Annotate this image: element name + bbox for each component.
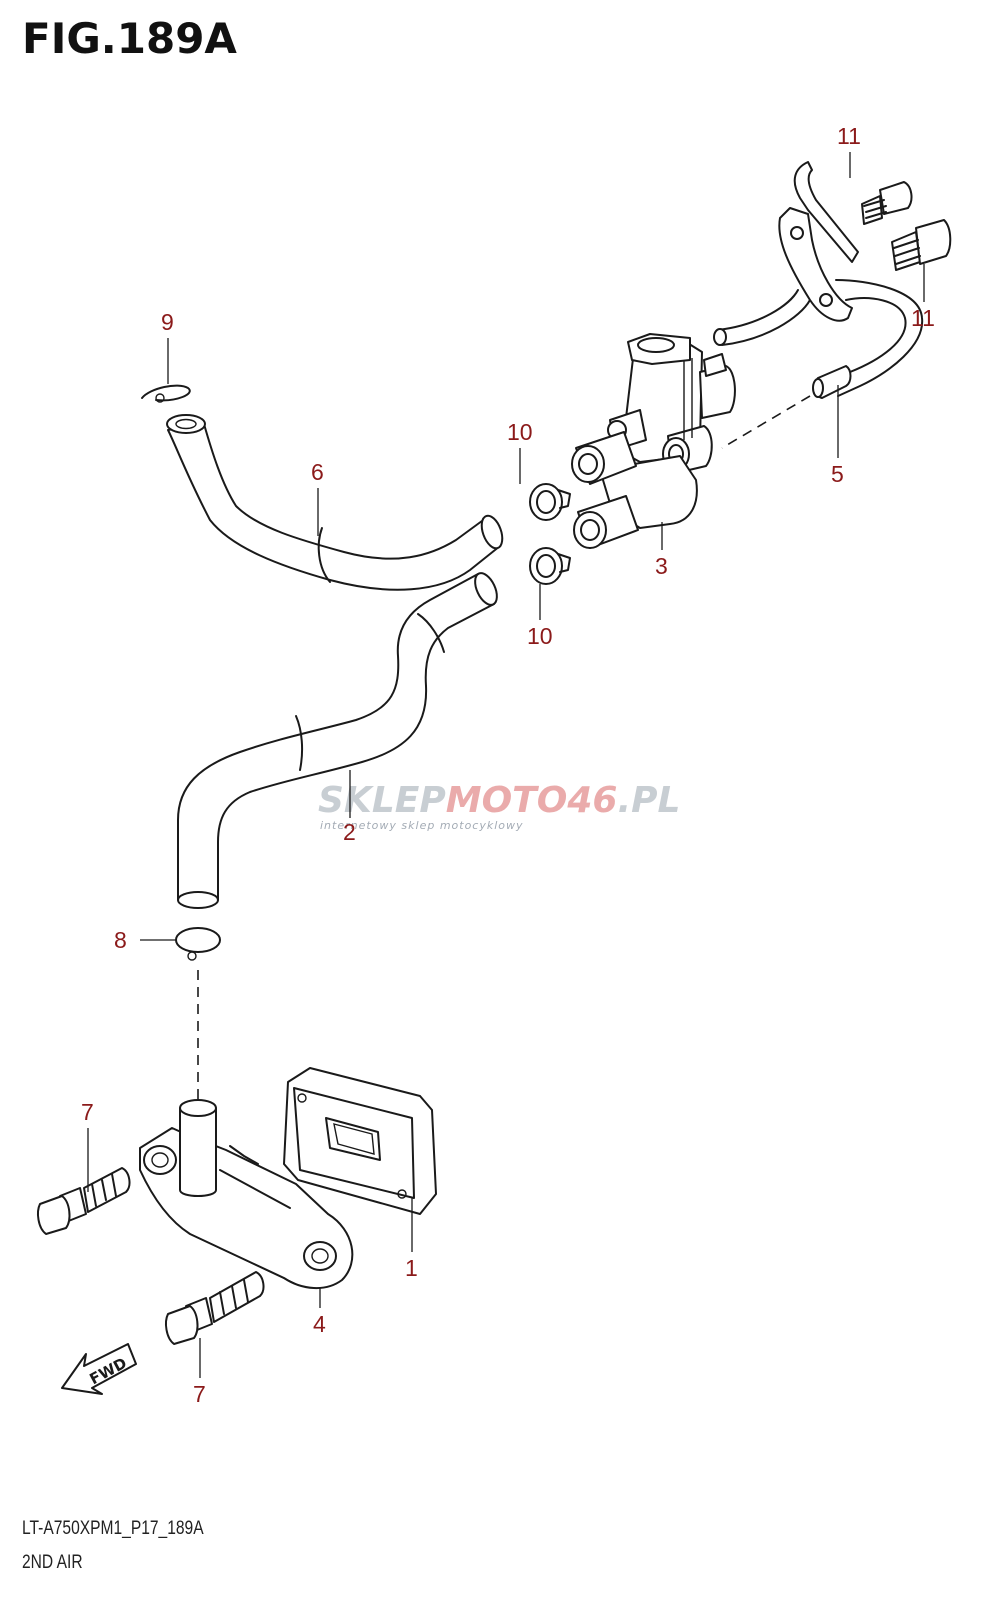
- callout-1: 1: [405, 1255, 418, 1281]
- watermark-part2: MOTO: [446, 780, 568, 821]
- pipe-bracket-assembly: [713, 161, 924, 397]
- callout-11-lower: 11: [911, 305, 935, 331]
- o-ring-8: [175, 927, 221, 961]
- cover-1: [283, 1067, 437, 1215]
- watermark-part4: .PL: [617, 780, 680, 821]
- watermark: SKLEPMOTO46.PL internetowy sklep motocyk…: [318, 780, 680, 832]
- clip-9: [141, 384, 191, 403]
- fitting-4: [139, 1099, 354, 1290]
- callout-11-upper: 11: [837, 123, 861, 149]
- fwd-arrow-icon: FWD: [61, 1343, 137, 1395]
- clamp-upper: [529, 483, 571, 521]
- clamp-lower: [529, 547, 571, 585]
- hose-5-routing-line: [721, 395, 811, 449]
- leader-lines: [87, 152, 925, 1378]
- callout-3: 3: [655, 553, 668, 579]
- callout-4: 4: [313, 1311, 326, 1337]
- svg-text:SKLEPMOTO46.PL: SKLEPMOTO46.PL: [318, 780, 680, 821]
- air-valve-3: [571, 333, 736, 549]
- callout-9: 9: [161, 309, 174, 335]
- watermark-part3: 46: [566, 780, 617, 821]
- model-code: LT-A750XPM1_P17_189A: [22, 1518, 204, 1539]
- callout-10-upper: 10: [507, 419, 533, 445]
- bolt-lower: [891, 219, 952, 271]
- section-name: 2ND AIR: [22, 1552, 83, 1573]
- callout-2: 2: [343, 819, 356, 845]
- bolt-7-lower: [165, 1271, 265, 1345]
- hose-6: [166, 414, 504, 591]
- hose-5: [812, 365, 852, 399]
- watermark-tagline: internetowy sklep motocyklowy: [320, 819, 524, 832]
- callout-10-lower: 10: [527, 623, 553, 649]
- callout-7-lower: 7: [193, 1381, 206, 1407]
- hose-2: [177, 572, 498, 909]
- callout-7-upper: 7: [81, 1099, 94, 1125]
- bolt-upper: [861, 181, 913, 225]
- watermark-part1: SKLEP: [318, 780, 446, 821]
- callout-6: 6: [311, 459, 324, 485]
- callout-8: 8: [114, 927, 127, 953]
- callouts: 1 2 3 4 5 6 7 7 8 9 10 10 11 11: [81, 123, 935, 1407]
- callout-5: 5: [831, 461, 844, 487]
- bolt-7-upper: [37, 1167, 131, 1235]
- figure-title: FIG.189A: [22, 14, 237, 63]
